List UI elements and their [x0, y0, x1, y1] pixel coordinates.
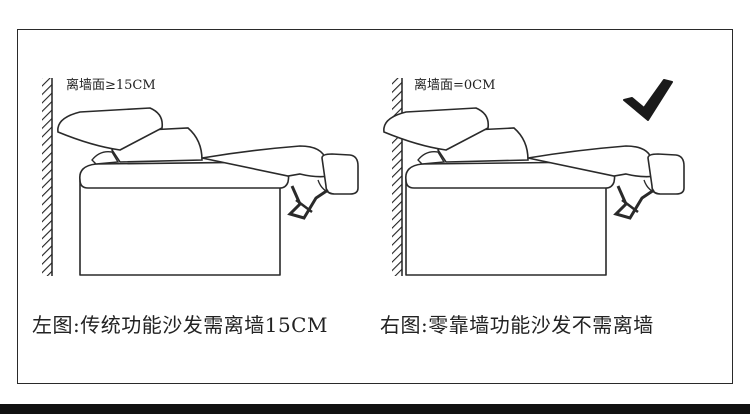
left-caption: 左图:传统功能沙发需离墙15CM: [32, 313, 328, 337]
diagram-frame: [17, 29, 733, 384]
checkmark-icon: [623, 79, 673, 121]
bottom-bar: [0, 404, 750, 414]
right-recliner-sofa-icon: [382, 106, 686, 277]
right-distance-label: 离墙面=0CM: [414, 77, 495, 93]
left-recliner-sofa-icon: [56, 106, 360, 277]
left-wall-icon: [42, 78, 53, 276]
left-distance-label: 离墙面≥15CM: [66, 77, 156, 93]
right-wall-icon: [392, 78, 403, 276]
right-caption: 右图:零靠墙功能沙发不需离墙: [380, 313, 654, 337]
